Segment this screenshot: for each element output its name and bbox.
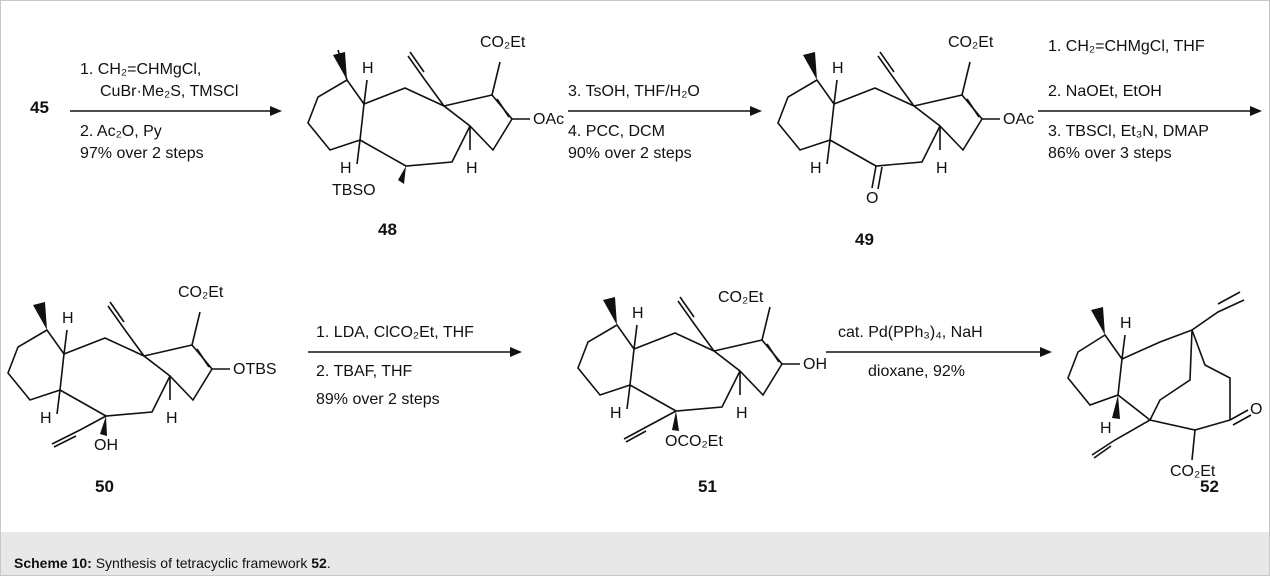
h-48-left: H bbox=[340, 160, 352, 177]
oac-48: OAc bbox=[533, 111, 564, 128]
step3-line1: 1. CH₂=CHMgCl, THF bbox=[1048, 38, 1205, 55]
h-50-left: H bbox=[40, 410, 52, 427]
structure-52 bbox=[1067, 291, 1252, 461]
h-48-top: H bbox=[362, 60, 374, 77]
step5-line2: dioxane, 92% bbox=[868, 363, 965, 380]
h-52-top: H bbox=[1120, 315, 1132, 332]
reaction-arrow-3 bbox=[1038, 106, 1262, 116]
o-52: O bbox=[1250, 401, 1262, 418]
compound-label-45: 45 bbox=[30, 98, 49, 117]
h-51-top: H bbox=[632, 305, 644, 322]
step1-line1: 1. CH₂=CHMgCl, bbox=[80, 61, 201, 78]
caption-compound: 52 bbox=[311, 555, 327, 571]
step4-line2: 2. TBAF, THF bbox=[316, 363, 413, 380]
step3-line2: 2. NaOEt, EtOH bbox=[1048, 83, 1162, 100]
structure-50 bbox=[7, 301, 230, 448]
reaction-arrow-5 bbox=[826, 347, 1052, 357]
co2et-52: CO₂Et bbox=[1170, 463, 1216, 480]
oac-49: OAc bbox=[1003, 111, 1034, 128]
step3-yield: 86% over 3 steps bbox=[1048, 145, 1172, 162]
compound-label-50: 50 bbox=[95, 477, 114, 496]
compound-label-48: 48 bbox=[378, 220, 397, 239]
compound-label-52: 52 bbox=[1200, 477, 1219, 496]
co2et-48: CO₂Et bbox=[480, 34, 526, 51]
oh-51: OH bbox=[803, 356, 827, 373]
co2et-49: CO₂Et bbox=[948, 34, 994, 51]
h-50-right: H bbox=[166, 410, 178, 427]
co2et-50: CO₂Et bbox=[178, 284, 224, 301]
otbs-50: OTBS bbox=[233, 361, 277, 378]
compound-label-49: 49 bbox=[855, 230, 874, 249]
step2-line1: 3. TsOH, THF/H₂O bbox=[568, 83, 700, 100]
o-49: O bbox=[866, 190, 878, 207]
caption-suffix: . bbox=[326, 555, 331, 571]
step1-line2: CuBr·Me₂S, TMSCl bbox=[100, 83, 238, 100]
step5-line1: cat. Pd(PPh₃)₄, NaH bbox=[838, 324, 983, 341]
step2-yield: 90% over 2 steps bbox=[568, 145, 692, 162]
structure-48 bbox=[307, 49, 530, 184]
step4-line1: 1. LDA, ClCO₂Et, THF bbox=[316, 324, 474, 341]
reaction-arrow-4 bbox=[308, 347, 522, 357]
structure-51 bbox=[577, 296, 800, 443]
h-48-right: H bbox=[466, 160, 478, 177]
compound-label-51: 51 bbox=[698, 477, 717, 496]
h-49-right: H bbox=[936, 160, 948, 177]
tbso-48: TBSO bbox=[332, 182, 376, 199]
h-49-left: H bbox=[810, 160, 822, 177]
step1-yield: 97% over 2 steps bbox=[80, 145, 204, 162]
step2-line2: 4. PCC, DCM bbox=[568, 123, 665, 140]
oco2et-51: OCO₂Et bbox=[665, 433, 723, 450]
h-50-top: H bbox=[62, 310, 74, 327]
reaction-arrow-1 bbox=[70, 106, 282, 116]
oh-50: OH bbox=[94, 437, 118, 454]
step1-line3: 2. Ac₂O, Py bbox=[80, 123, 162, 140]
step3-line3: 3. TBSCl, Et₃N, DMAP bbox=[1048, 123, 1209, 140]
h-51-left: H bbox=[610, 405, 622, 422]
scheme-caption: Scheme 10: Synthesis of tetracyclic fram… bbox=[14, 555, 331, 571]
h-49-top: H bbox=[832, 60, 844, 77]
step4-yield: 89% over 2 steps bbox=[316, 391, 440, 408]
reaction-arrow-2 bbox=[568, 106, 762, 116]
h-51-right: H bbox=[736, 405, 748, 422]
structure-49 bbox=[777, 51, 1000, 190]
caption-bar bbox=[1, 532, 1269, 575]
caption-text: Synthesis of tetracyclic framework bbox=[91, 555, 312, 571]
caption-prefix: Scheme 10: bbox=[14, 555, 92, 571]
co2et-51: CO₂Et bbox=[718, 289, 764, 306]
h-52-bottom: H bbox=[1100, 420, 1112, 437]
